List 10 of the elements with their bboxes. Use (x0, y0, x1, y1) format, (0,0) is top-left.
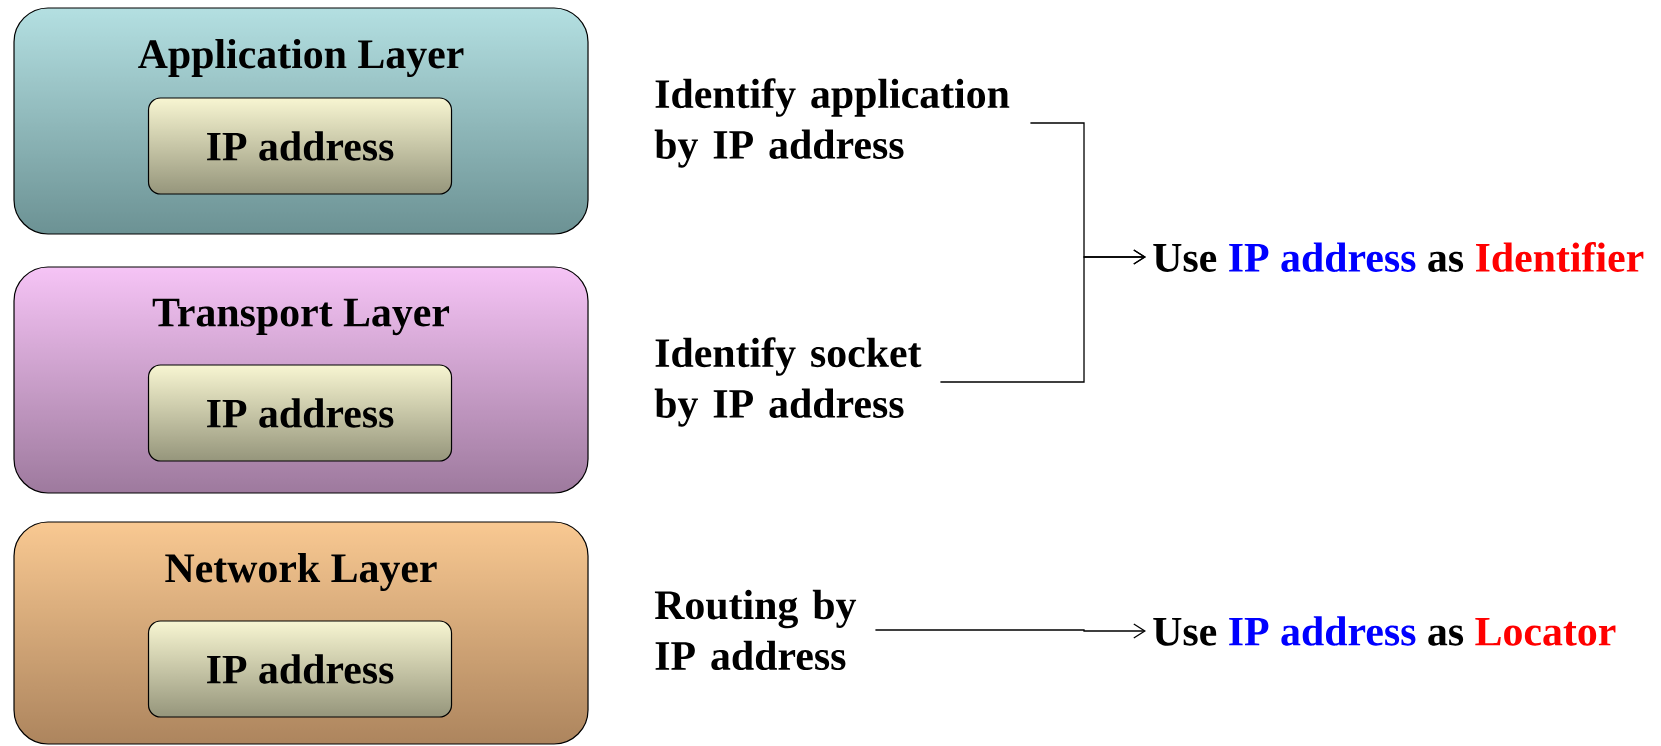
arrow (874, 623, 1146, 639)
description-text: Identify socket by IP address (654, 337, 922, 427)
description-text: Identify application by IP address (654, 78, 1010, 168)
result-text: Use IP address as Identifier (1153, 242, 1644, 272)
arrow (939, 249, 1146, 383)
address-box: IP address (147, 620, 453, 718)
result-text: Use IP address as Locator (1153, 616, 1616, 646)
address-box: IP address (147, 97, 453, 195)
address-box: IP address (147, 364, 453, 462)
description-text: Routing by IP address (654, 589, 857, 671)
